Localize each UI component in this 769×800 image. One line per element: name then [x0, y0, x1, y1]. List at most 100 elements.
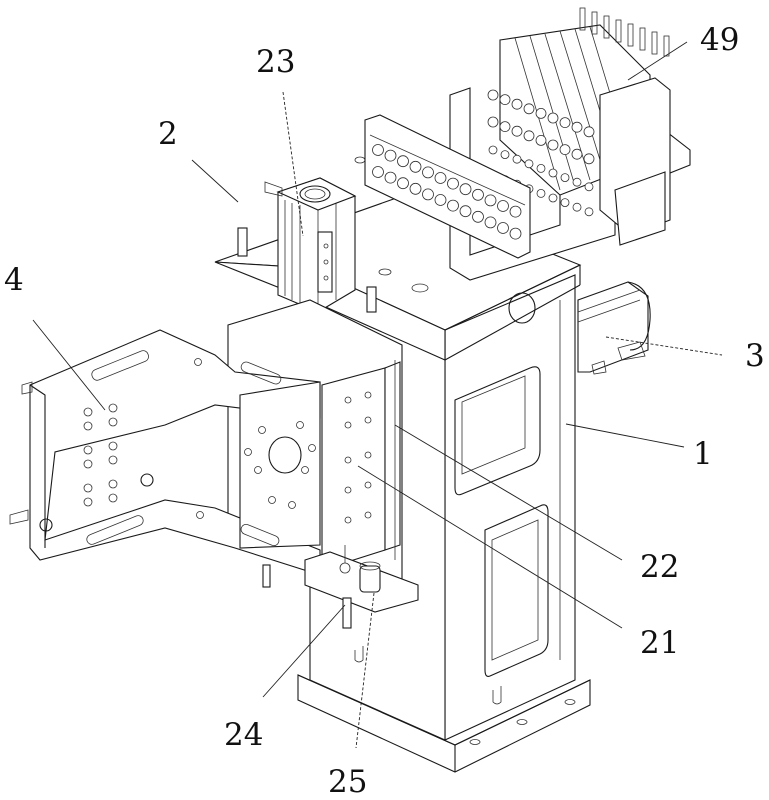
fitting	[422, 188, 434, 201]
fitting	[499, 121, 511, 132]
fitting	[548, 193, 558, 203]
fitting	[472, 210, 484, 223]
vacuum-fitting	[108, 441, 118, 451]
vacuum-fitting	[83, 407, 93, 417]
vacuum-fitting	[108, 493, 118, 503]
fitting-strip	[364, 114, 531, 259]
fitting	[547, 112, 559, 124]
fitting	[572, 177, 582, 187]
fitting	[422, 166, 434, 179]
frame-hole	[194, 358, 202, 366]
fitting	[497, 222, 509, 234]
air-cylinder	[237, 177, 377, 313]
fitting	[512, 154, 522, 164]
fitting	[535, 108, 547, 119]
fitting	[536, 188, 546, 198]
fitting	[487, 116, 499, 128]
reference-labels: 2 23 49 4 3 1 22 21 24 25	[4, 22, 765, 800]
fitting	[584, 182, 594, 192]
leader-25	[355, 592, 375, 749]
frame-hole	[268, 496, 276, 504]
label-2: 2	[158, 116, 178, 152]
fitting	[384, 149, 397, 162]
fitting	[488, 145, 498, 155]
fitting	[560, 198, 570, 208]
fitting	[384, 171, 397, 184]
plate-hole	[364, 416, 372, 424]
plate-hole	[344, 396, 352, 404]
fitting	[459, 205, 472, 218]
plate-hole	[344, 486, 352, 494]
plate-hole	[364, 481, 372, 489]
fitting	[536, 163, 546, 173]
leader-3	[605, 336, 723, 356]
vacuum-fitting	[108, 455, 118, 465]
frame-hole	[254, 466, 262, 474]
vacuum-fitting	[108, 479, 118, 489]
plate-hole	[364, 511, 372, 519]
lower-bracket	[304, 545, 419, 629]
fitting	[409, 160, 422, 173]
plate-hole	[344, 421, 352, 429]
vacuum-fitting	[108, 417, 118, 427]
fitting	[511, 125, 523, 137]
fitting	[484, 194, 497, 207]
fitting	[509, 205, 522, 218]
frame-hole	[296, 421, 304, 429]
fitting	[547, 139, 559, 151]
fitting	[472, 188, 484, 201]
label-1: 1	[693, 436, 713, 472]
fitting	[559, 144, 571, 156]
vacuum-fitting	[83, 445, 93, 455]
plate-hole	[344, 516, 352, 524]
fitting	[560, 173, 570, 183]
fitting	[372, 166, 384, 178]
fitting	[447, 177, 459, 190]
frame-hole	[288, 501, 296, 509]
label-23: 23	[256, 44, 295, 80]
fitting	[409, 182, 422, 195]
leader-2	[191, 159, 239, 203]
plate-hole	[364, 391, 372, 399]
fitting	[459, 183, 472, 196]
fitting	[434, 172, 447, 184]
frame-hole	[258, 426, 266, 434]
plate-hole	[364, 451, 372, 459]
leader-23	[282, 91, 304, 237]
leader-24	[262, 604, 346, 698]
vacuum-fitting	[83, 421, 93, 431]
vacuum-fitting	[108, 403, 118, 413]
fitting	[559, 117, 571, 128]
label-49: 49	[700, 22, 739, 58]
fitting	[523, 130, 535, 142]
vacuum-fitting	[83, 497, 93, 507]
label-21: 21	[640, 625, 679, 661]
fitting	[497, 200, 509, 212]
leader-1	[565, 423, 685, 448]
fitting	[500, 150, 510, 160]
frame-hole	[196, 511, 204, 519]
leader-49	[627, 41, 688, 81]
fitting	[372, 144, 384, 156]
fitting	[487, 89, 499, 101]
fitting	[583, 126, 595, 138]
motor	[577, 281, 651, 375]
label-3: 3	[745, 338, 765, 374]
fitting	[499, 94, 511, 105]
fitting	[584, 207, 594, 217]
fitting	[447, 199, 459, 212]
fitting	[583, 153, 595, 165]
frame-hole	[301, 466, 309, 474]
label-25: 25	[328, 764, 367, 800]
fitting	[509, 227, 522, 240]
label-4: 4	[4, 262, 24, 298]
frame-hole	[308, 444, 316, 452]
vacuum-fitting	[83, 459, 93, 469]
fitting	[397, 177, 409, 190]
valve-manifold	[449, 7, 691, 281]
leader-4	[32, 319, 106, 411]
vacuum-fitting	[83, 483, 93, 493]
fitting	[548, 168, 558, 178]
fitting	[535, 134, 547, 146]
